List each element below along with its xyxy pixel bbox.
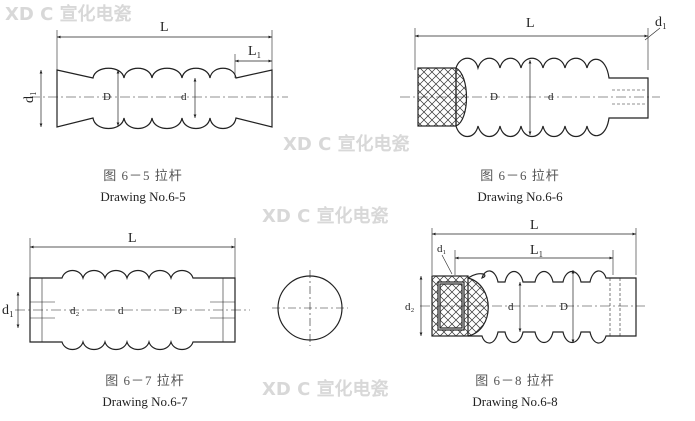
watermark: XD C 宣化电瓷 [5,3,132,25]
fig8-caption-cn: 图 6－8 拉杆 [475,373,555,388]
fig5-label-d: d [181,91,187,103]
fig6-caption-en: Drawing No.6-6 [477,189,563,204]
fig7-caption-cn: 图 6－7 拉杆 [105,373,185,388]
fig7-label-D: D [174,305,182,317]
fig8-label-L: L [530,218,539,233]
figure-6-5-drawing [30,30,288,130]
fig7-caption-en: Drawing No.6-7 [102,394,188,409]
fig7-label-d1: d₁ [2,303,14,318]
fig5-label-L1: L₁ [248,44,261,59]
fig8-label-D: D [560,301,568,313]
fig7-label-d: d [118,305,124,317]
fig5-label-L: L [160,20,169,35]
fig8-label-d: d [508,301,514,313]
fig8-label-d2: d₂ [405,301,415,313]
fig5-caption-en: Drawing No.6-5 [100,189,186,204]
fig5-caption-cn: 图 6－5 拉杆 [103,168,183,183]
fig6-label-D: D [490,91,498,103]
fig8-caption-en: Drawing No.6-8 [472,394,558,409]
watermark: XD C 宣化电瓷 [283,133,410,155]
figure-6-7-drawing [15,238,348,351]
watermark: XD C 宣化电瓷 [262,205,389,227]
fig6-label-d1: d₁ [655,15,667,30]
fig8-label-d1: d₁ [437,243,447,255]
fig6-label-d: d [548,91,554,103]
fig6-caption-cn: 图 6－6 拉杆 [480,168,560,183]
fig7-label-d2: d₂ [70,305,80,317]
figure-6-8-drawing [419,228,645,344]
fig6-label-L: L [526,16,535,31]
figure-6-6-drawing [400,27,661,138]
fig5-label-D: D [103,91,111,103]
watermark: XD C 宣化电瓷 [262,378,389,400]
fig5-label-d1: d₁ [22,91,37,103]
fig7-label-L: L [128,231,137,246]
fig8-label-L1: L₁ [530,243,543,258]
